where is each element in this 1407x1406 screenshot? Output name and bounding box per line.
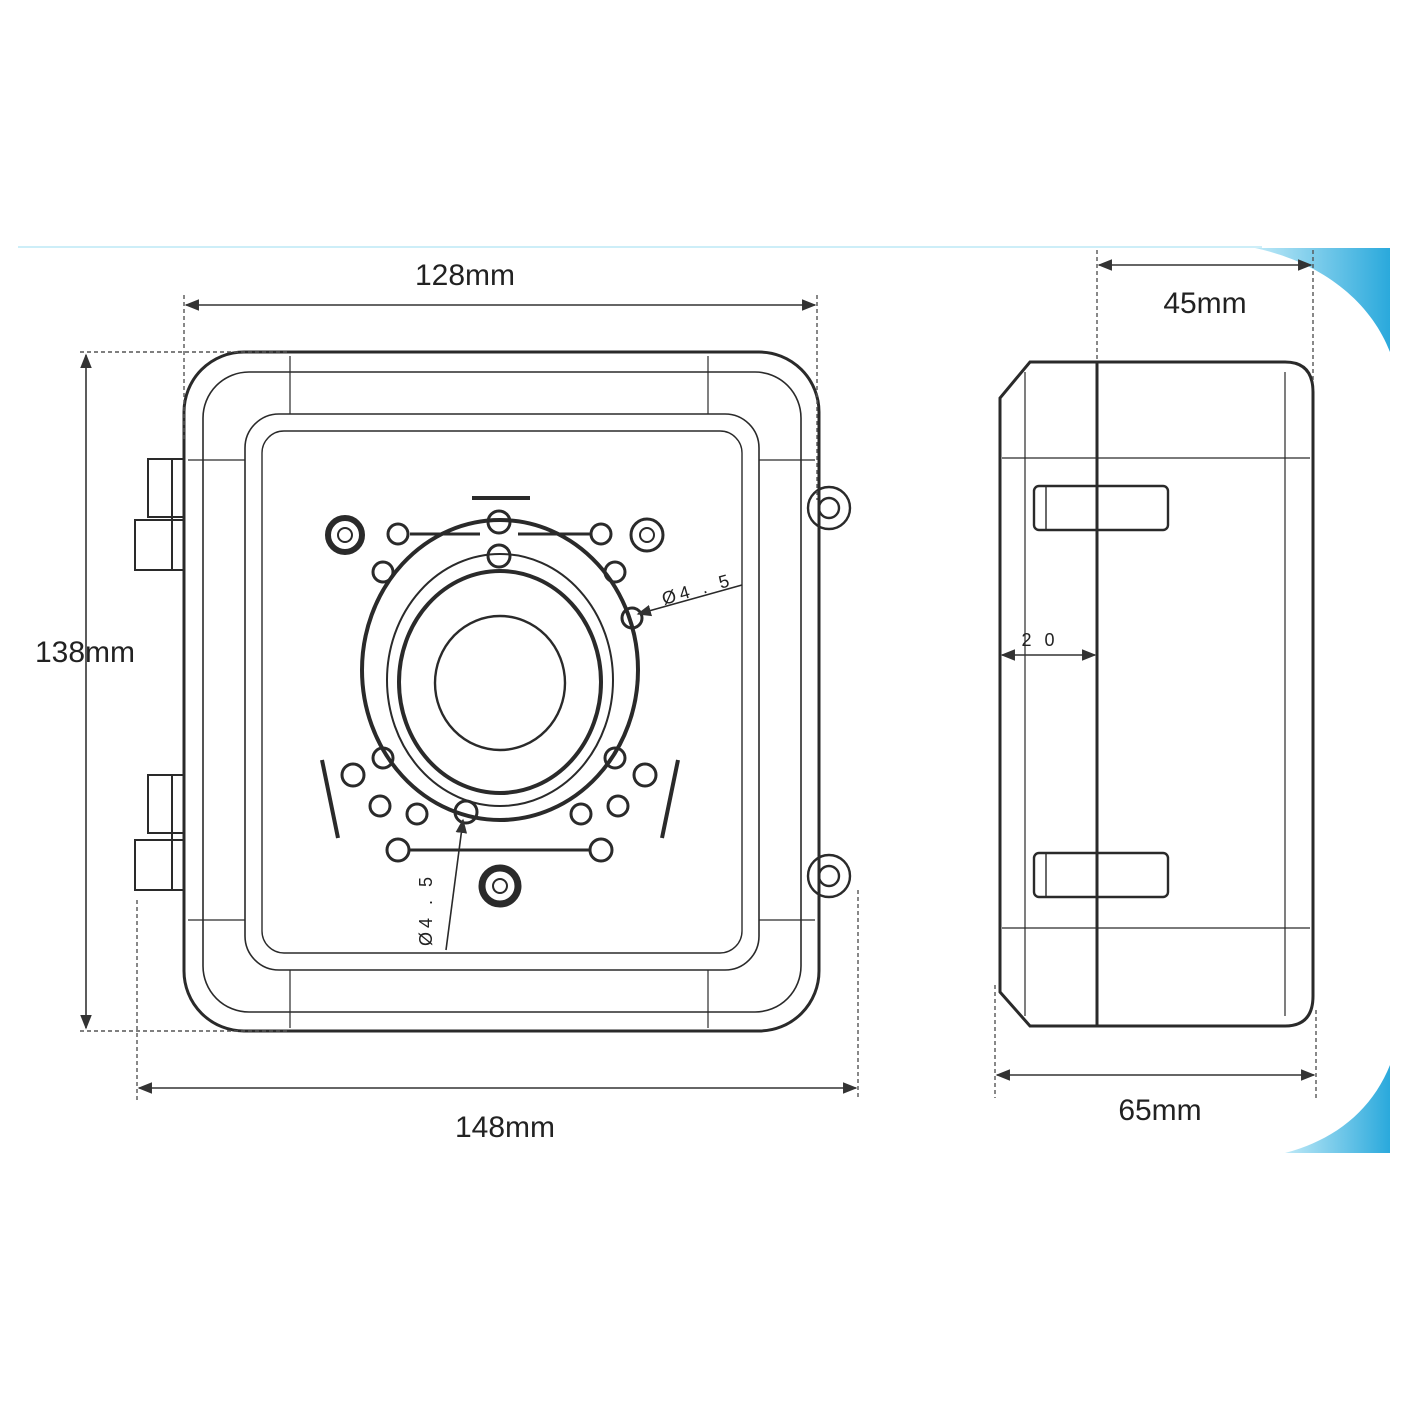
hole-callout-upper: Ø4 . 5 bbox=[660, 569, 736, 608]
callout-leader-upper bbox=[636, 584, 743, 617]
front-dimension-arrows bbox=[80, 299, 858, 1094]
side-dimension-arrows bbox=[995, 259, 1316, 1081]
front-inner-panel bbox=[261, 430, 743, 954]
front-bezel bbox=[202, 371, 802, 1013]
right-lug-bottom bbox=[806, 853, 852, 899]
dimension-label-138: 138mm bbox=[35, 636, 135, 669]
left-tab-bottom bbox=[134, 774, 185, 891]
mount-hole-bottom bbox=[478, 864, 522, 908]
dimension-label-inner-depth: 2 0 bbox=[1021, 630, 1058, 650]
front-inner-frame bbox=[244, 413, 760, 971]
right-lug-top bbox=[806, 485, 852, 531]
side-dimension-lines bbox=[994, 250, 1317, 1098]
upper-hole-pattern bbox=[325, 496, 665, 630]
side-latch-top bbox=[1032, 484, 1170, 532]
lens-core bbox=[433, 614, 567, 752]
accent-corner-bottom bbox=[1285, 1065, 1390, 1153]
dimension-label-45: 45mm bbox=[1163, 287, 1246, 320]
lens-ring-outer bbox=[360, 518, 640, 822]
lower-hole-pattern bbox=[320, 746, 680, 908]
lens-ring-2 bbox=[386, 553, 614, 807]
side-body-outline bbox=[998, 360, 1315, 1028]
bezel-segments bbox=[188, 356, 815, 1028]
mount-hole-upper-left bbox=[325, 515, 365, 555]
accent-frame bbox=[18, 246, 1390, 1153]
hole-callout-lower: Ø4 . 5 bbox=[416, 873, 436, 946]
left-tab-top bbox=[134, 458, 185, 571]
mount-hole-upper-right bbox=[629, 517, 665, 553]
lens-assembly bbox=[360, 518, 640, 822]
front-outer-body bbox=[182, 350, 821, 1033]
side-view bbox=[998, 360, 1315, 1028]
dimension-label-65: 65mm bbox=[1118, 1094, 1201, 1127]
side-latch-bottom bbox=[1032, 851, 1170, 899]
dimension-label-148: 148mm bbox=[455, 1111, 555, 1144]
front-dimension-lines bbox=[80, 295, 859, 1100]
dimension-label-128: 128mm bbox=[415, 259, 515, 292]
lens-ring-3 bbox=[397, 569, 603, 795]
callout-leader-lower bbox=[445, 818, 468, 951]
front-view bbox=[134, 350, 852, 1033]
accent-corner-top bbox=[1255, 248, 1390, 352]
